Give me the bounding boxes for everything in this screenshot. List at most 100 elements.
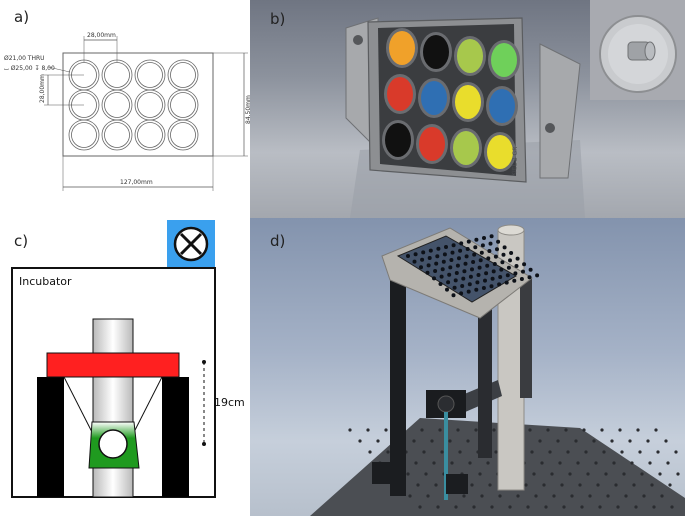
breadboard-hole bbox=[634, 505, 638, 509]
well bbox=[468, 274, 473, 279]
well bbox=[501, 252, 506, 257]
breadboard-hole bbox=[474, 428, 478, 432]
well bbox=[478, 258, 483, 263]
well bbox=[487, 249, 492, 253]
hole bbox=[101, 59, 133, 91]
breadboard-hole bbox=[420, 428, 424, 432]
breadboard-hole bbox=[638, 450, 642, 454]
breadboard-hole bbox=[422, 450, 426, 454]
breadboard-hole bbox=[414, 461, 418, 465]
breadboard-hole bbox=[648, 461, 652, 465]
well bbox=[441, 259, 446, 264]
breadboard-hole bbox=[656, 450, 660, 454]
dim-height: 84,50mm bbox=[245, 95, 252, 124]
panel-label-b: b) bbox=[270, 10, 286, 28]
well bbox=[508, 258, 512, 263]
breadboard-hole bbox=[358, 439, 362, 443]
well-plate bbox=[396, 235, 517, 303]
color-filter bbox=[420, 32, 452, 72]
well bbox=[486, 256, 491, 261]
breadboard-hole bbox=[646, 439, 650, 443]
well bbox=[460, 284, 465, 288]
dim-width: 127,00mm bbox=[120, 179, 153, 186]
breadboard-hole bbox=[454, 505, 458, 509]
right-wing bbox=[539, 43, 581, 179]
well bbox=[445, 287, 449, 292]
well bbox=[413, 252, 418, 257]
well bbox=[477, 265, 482, 270]
breadboard-hole bbox=[654, 428, 658, 432]
well bbox=[447, 272, 452, 277]
well bbox=[519, 277, 524, 281]
hole-grid bbox=[68, 59, 199, 151]
well bbox=[455, 263, 460, 268]
breadboard-hole bbox=[448, 439, 452, 443]
well bbox=[496, 239, 501, 244]
well bbox=[406, 254, 410, 258]
well bbox=[427, 256, 432, 260]
breadboard-hole bbox=[472, 505, 476, 509]
breadboard-hole bbox=[570, 494, 574, 498]
breadboard-hole bbox=[652, 505, 656, 509]
well bbox=[473, 245, 478, 250]
well bbox=[457, 256, 461, 261]
well bbox=[458, 248, 463, 253]
breadboard-hole bbox=[450, 461, 454, 465]
breadboard-hole bbox=[498, 494, 502, 498]
breadboard-hole bbox=[470, 483, 474, 487]
well bbox=[433, 269, 438, 273]
color-filter bbox=[488, 40, 520, 80]
breadboard-hole bbox=[492, 428, 496, 432]
right-rail bbox=[478, 288, 492, 458]
dim-spacing-left: 28,00mm bbox=[39, 74, 46, 103]
well bbox=[472, 252, 477, 257]
breadboard-hole bbox=[532, 472, 536, 476]
breadboard-hole bbox=[658, 472, 662, 476]
color-filter bbox=[484, 132, 516, 172]
incubator-label: Incubator bbox=[19, 275, 72, 288]
breadboard-hole bbox=[486, 461, 490, 465]
color-filter bbox=[418, 78, 450, 118]
breadboard-hole bbox=[564, 428, 568, 432]
breadboard-hole bbox=[566, 450, 570, 454]
well bbox=[446, 280, 451, 285]
well bbox=[495, 247, 499, 252]
breadboard-hole bbox=[552, 494, 556, 498]
breadboard-hole bbox=[436, 505, 440, 509]
dim-hole-thru: Ø21,00 THRU bbox=[4, 55, 45, 62]
breadboard-hole bbox=[542, 483, 546, 487]
breadboard-hole bbox=[544, 505, 548, 509]
hole bbox=[167, 59, 199, 91]
hole bbox=[167, 119, 199, 151]
left-rail bbox=[390, 276, 406, 496]
well bbox=[489, 234, 494, 239]
incubator-schematic: Incubator 19cm bbox=[11, 220, 245, 498]
color-filter bbox=[382, 120, 414, 160]
panel-b: b) KIEL 2 GR bbox=[250, 0, 685, 218]
breadboard-hole bbox=[376, 439, 380, 443]
well bbox=[451, 293, 456, 298]
well bbox=[475, 280, 480, 285]
well bbox=[453, 278, 458, 283]
well bbox=[528, 267, 533, 272]
well bbox=[499, 267, 504, 272]
breadboard-hole bbox=[480, 494, 484, 498]
dim-counterbore: ⌴ Ø25,00 ↧ 8,00 bbox=[4, 65, 55, 72]
well bbox=[493, 254, 498, 259]
hole bbox=[167, 89, 199, 121]
breadboard-hole bbox=[616, 505, 620, 509]
breadboard-hole bbox=[406, 472, 410, 476]
breadboard-hole bbox=[584, 450, 588, 454]
breadboard-hole bbox=[430, 439, 434, 443]
well bbox=[515, 256, 520, 261]
well bbox=[444, 245, 448, 249]
well bbox=[482, 236, 486, 240]
well bbox=[470, 267, 474, 272]
well bbox=[419, 265, 423, 270]
well bbox=[502, 245, 507, 250]
hole bbox=[134, 89, 166, 121]
well bbox=[491, 269, 496, 274]
breadboard-hole bbox=[578, 483, 582, 487]
well bbox=[466, 239, 471, 244]
breadboard-hole bbox=[458, 450, 462, 454]
